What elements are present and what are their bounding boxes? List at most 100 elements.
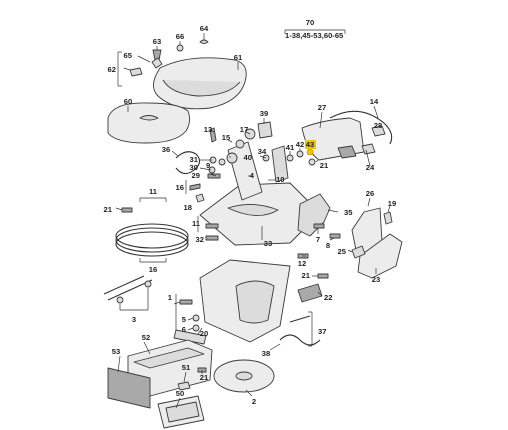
part-66-nut[interactable] — [176, 44, 184, 52]
callout-30[interactable]: 30 — [190, 163, 198, 172]
callout-28[interactable]: 28 — [374, 121, 382, 130]
part-7-screw[interactable] — [313, 223, 325, 229]
callout-11-b[interactable]: 11 — [192, 219, 201, 228]
part-19-clip[interactable] — [383, 211, 393, 225]
callout-53[interactable]: 53 — [112, 347, 120, 356]
callout-10[interactable]: 10 — [276, 175, 284, 184]
callout-7[interactable]: 7 — [316, 235, 320, 244]
part-9-bolt[interactable] — [218, 158, 226, 166]
callout-21-a[interactable]: 21 — [320, 161, 329, 170]
part-10-bracket[interactable] — [271, 145, 289, 183]
part-21-nut-a[interactable] — [308, 158, 316, 166]
callout-62[interactable]: 62 — [108, 65, 116, 74]
callout-20[interactable]: 20 — [200, 329, 208, 338]
callout-14[interactable]: 14 — [370, 97, 379, 106]
callout-42[interactable]: 42 — [296, 140, 304, 149]
callout-1[interactable]: 1 — [168, 293, 173, 302]
part-24-clip[interactable] — [361, 143, 376, 155]
callout-50[interactable]: 50 — [176, 389, 184, 398]
callout-19[interactable]: 19 — [388, 199, 396, 208]
callout-25[interactable]: 25 — [338, 247, 347, 256]
callout-38[interactable]: 38 — [262, 349, 270, 358]
callout-43[interactable]: 43 — [306, 140, 314, 149]
callout-70[interactable]: 70 — [306, 18, 314, 27]
part-21-screw-b[interactable] — [121, 207, 133, 213]
part-18-block[interactable] — [195, 193, 205, 203]
callout-32[interactable]: 32 — [196, 235, 204, 244]
part-20-strap[interactable] — [173, 329, 207, 345]
part-60-seat-cover[interactable] — [107, 102, 191, 144]
part-25-clip[interactable] — [351, 245, 366, 259]
callout-4[interactable]: 4 — [250, 171, 255, 180]
callout-26[interactable]: 26 — [366, 189, 374, 198]
callout-27[interactable]: 27 — [318, 103, 326, 112]
part-3-clip-a[interactable] — [116, 296, 124, 304]
callout-33[interactable]: 33 — [264, 239, 272, 248]
callout-29[interactable]: 29 — [192, 171, 200, 180]
callout-8[interactable]: 8 — [326, 241, 330, 250]
callout-22[interactable]: 22 — [324, 293, 332, 302]
callout-65[interactable]: 65 — [124, 51, 133, 60]
part-35-bracket[interactable] — [297, 193, 331, 237]
part-30-nut[interactable] — [208, 166, 216, 174]
part-23-side-cover[interactable] — [357, 233, 403, 279]
callout-21-b[interactable]: 21 — [104, 205, 113, 214]
callout-18[interactable]: 18 — [184, 203, 192, 212]
part-28-clip[interactable] — [371, 125, 386, 137]
callout-15[interactable]: 15 — [222, 133, 231, 142]
callout-34[interactable]: 34 — [258, 147, 267, 156]
callout-21-d[interactable]: 21 — [200, 373, 209, 382]
part-34-bushing[interactable] — [226, 152, 238, 164]
callout-3[interactable]: 3 — [132, 315, 136, 324]
part-41-washer[interactable] — [286, 154, 294, 162]
part-13-pin[interactable] — [209, 127, 217, 143]
part-6-washer[interactable] — [192, 324, 200, 332]
callout-39[interactable]: 39 — [260, 109, 268, 118]
callout-6[interactable]: 6 — [182, 325, 186, 334]
part-42-washer[interactable] — [296, 150, 304, 158]
part-51-stop[interactable] — [177, 381, 191, 391]
part-36-spring[interactable] — [175, 151, 201, 175]
callout-52[interactable]: 52 — [142, 333, 150, 342]
callout-36[interactable]: 36 — [162, 145, 170, 154]
callout-66[interactable]: 66 — [176, 32, 184, 41]
part-11-spring-ring-upper[interactable] — [115, 223, 189, 249]
callout-61[interactable]: 61 — [234, 53, 243, 62]
part-14-cable[interactable] — [329, 110, 393, 145]
callout-24[interactable]: 24 — [366, 163, 375, 172]
part-22-hinge[interactable] — [297, 283, 323, 303]
callout-37[interactable]: 37 — [318, 327, 326, 336]
callout-21-c[interactable]: 21 — [302, 271, 311, 280]
part-27-knob[interactable] — [337, 145, 357, 159]
part-3-rod-a[interactable] — [103, 275, 145, 295]
part-65-cap[interactable] — [151, 57, 163, 69]
part-32-screw[interactable] — [205, 235, 219, 241]
part-39-bracket[interactable] — [257, 121, 273, 139]
callout-51[interactable]: 51 — [182, 363, 191, 372]
part-43-highlight[interactable] — [306, 148, 314, 156]
callout-60[interactable]: 60 — [124, 97, 132, 106]
callout-17[interactable]: 17 — [240, 125, 248, 134]
part-53-drawer-front[interactable] — [107, 367, 151, 409]
part-38-link[interactable] — [279, 334, 321, 346]
part-16-spring-ring[interactable] — [115, 231, 189, 257]
callout-16-a[interactable]: 16 — [176, 183, 184, 192]
part-3-clip-b[interactable] — [144, 280, 152, 288]
part-37-screw[interactable] — [179, 299, 193, 305]
part-29-screw[interactable] — [207, 173, 221, 179]
part-16-screw-a[interactable] — [189, 183, 201, 191]
part-8-screw[interactable] — [329, 233, 341, 239]
part-62-fitting[interactable] — [129, 67, 143, 77]
callout-31[interactable]: 31 — [190, 155, 199, 164]
part-37-wire[interactable] — [289, 315, 311, 323]
callout-63[interactable]: 63 — [153, 37, 161, 46]
callout-35[interactable]: 35 — [344, 208, 353, 217]
part-21-screw-c[interactable] — [317, 273, 329, 279]
callout-40[interactable]: 40 — [244, 153, 252, 162]
part-5-nut[interactable] — [192, 314, 200, 322]
callout-9[interactable]: 9 — [206, 161, 210, 170]
part-64-clip[interactable] — [199, 39, 209, 44]
part-11-screw-a[interactable] — [205, 223, 219, 229]
callout-16-b[interactable]: 16 — [149, 265, 157, 274]
callout-23[interactable]: 23 — [372, 275, 380, 284]
